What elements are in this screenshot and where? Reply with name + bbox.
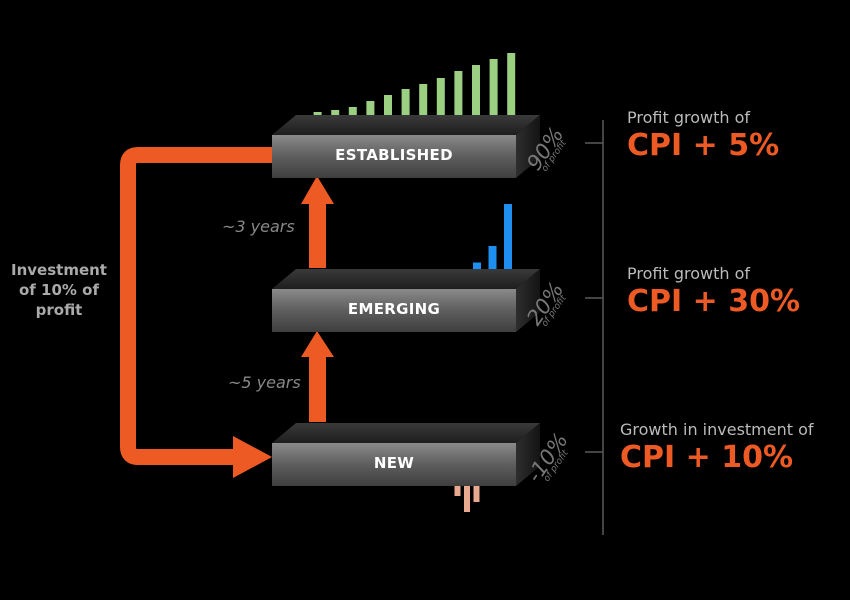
transition-label-established: ~3 years — [222, 217, 295, 236]
new-label: NEW — [373, 454, 415, 472]
transition-label-emerging: ~5 years — [228, 373, 301, 392]
established-bar — [384, 95, 392, 128]
established-bar — [366, 101, 375, 128]
new-block — [272, 423, 540, 486]
established-bar — [436, 78, 445, 128]
emerging-growth-title: Profit growth of — [627, 264, 750, 283]
established-label: ESTABLISHED — [335, 146, 453, 164]
investment-label: Investment of 10% of profit — [11, 261, 107, 319]
divider — [585, 120, 604, 535]
emerging-label: EMERGING — [347, 300, 441, 318]
emerging-growth-value: CPI + 30% — [627, 284, 800, 319]
established-bar — [454, 71, 463, 128]
emerging-bar — [504, 204, 512, 282]
new-bars-negative — [454, 486, 480, 512]
emerging-bar — [488, 246, 497, 282]
established-growth-value: CPI + 5% — [627, 128, 780, 163]
established-bar — [489, 59, 498, 128]
new-negative-bar — [464, 486, 470, 512]
established-bar — [401, 89, 410, 128]
new-negative-bar — [473, 486, 480, 502]
investment-loop-arrow — [120, 147, 272, 478]
established-block — [272, 115, 540, 178]
established-growth-title: Profit growth of — [627, 108, 750, 127]
new-growth-title: Growth in investment of — [620, 420, 814, 439]
established-bar — [507, 53, 516, 128]
emerging-block — [272, 269, 540, 332]
established-bar — [419, 84, 428, 128]
established-bar — [472, 65, 480, 128]
new-growth-value: CPI + 10% — [620, 440, 793, 475]
arrow-emerging-to-established — [301, 176, 334, 268]
new-negative-bar — [454, 486, 461, 496]
arrow-new-to-emerging — [301, 331, 334, 422]
